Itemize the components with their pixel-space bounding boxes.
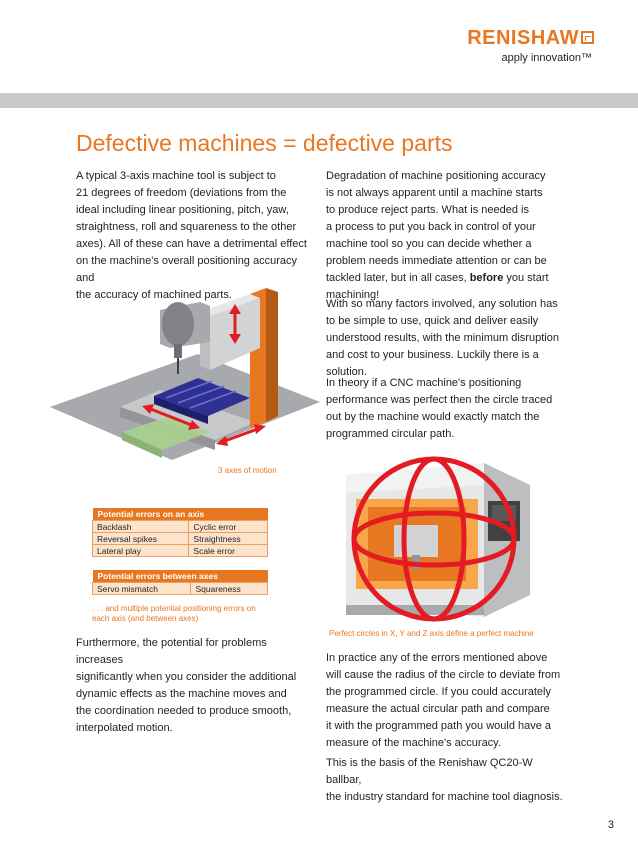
emphasis-text: before [469, 272, 504, 284]
header-band [0, 93, 638, 108]
text-line: In theory if a CNC machine's positioning [326, 377, 522, 389]
text-line: significantly when you consider the addi… [76, 671, 297, 683]
text-line: the accuracy of machined parts. [76, 289, 232, 301]
text-line: to be simple to use, quick and deliver e… [326, 315, 539, 327]
text-line: ideal including linear positioning, pitc… [76, 204, 289, 216]
machine-table-top [154, 378, 250, 416]
text-line: each axis (and between axes) [92, 614, 199, 623]
text-line: it with the programmed path you would ha… [326, 720, 552, 732]
table-cell: Reversal spikes [91, 532, 190, 545]
table-header-row: Potential errors between axes [92, 570, 268, 583]
text-line: will cause the radius of the circle to d… [326, 669, 561, 681]
degradation-paragraph: Degradation of machine positioning accur… [326, 168, 570, 304]
table-header: Potential errors between axes [92, 570, 268, 583]
head-top [200, 294, 260, 316]
table-cell: Backlash [91, 520, 190, 533]
page-number: 3 [607, 819, 614, 831]
between-axes-errors-table: Potential errors between axes Servo mism… [91, 570, 268, 595]
text-line: straightness, roll and squareness to the… [76, 221, 297, 233]
brand-wordmark: RENISHAW [467, 28, 594, 49]
y-axis-arrow-icon [221, 426, 261, 444]
text-line: out by the machine would exactly match t… [326, 411, 540, 423]
text-span: tackled later, but in all cases, [326, 272, 470, 284]
text-line: understood results, with the minimum dis… [326, 332, 559, 344]
table-cell: Lateral play [91, 544, 190, 557]
text-line: a process to put you back in control of … [326, 221, 536, 233]
x-axis-arrow-icon [147, 406, 195, 428]
machine-table-side [154, 396, 208, 424]
text-line: measure the actual circular path and com… [326, 703, 550, 715]
furthermore-paragraph: Furthermore, the potential for problems … [76, 635, 316, 737]
text-line: machine tool so you can decide whether a [326, 238, 532, 250]
theory-paragraph: In theory if a CNC machine's positioning… [326, 375, 570, 443]
brand-name: RENISHAW [467, 27, 579, 49]
practice-paragraph: In practice any of the errors mentioned … [326, 650, 570, 752]
text-line: . . . and multiple potential positioning… [92, 604, 256, 613]
text-line: is not always apparent until a machine s… [326, 187, 543, 199]
text-line: With so many factors involved, any solut… [326, 298, 558, 310]
figure-caption-circles: Perfect circles in X, Y and Z axis defin… [329, 629, 534, 638]
text-line: In practice any of the errors mentioned … [326, 652, 548, 664]
chip-tray-side [122, 432, 162, 458]
intro-paragraph: A typical 3-axis machine tool is subject… [76, 168, 316, 304]
table-cell: Squareness [190, 582, 268, 595]
text-line: interpolated motion. [76, 722, 173, 734]
spindle-head [394, 525, 438, 557]
text-line: dynamic effects as the machine moves and [76, 688, 287, 700]
text-line: Furthermore, the potential for problems … [76, 637, 267, 666]
table-cell: Cyclic error [188, 520, 268, 533]
solution-paragraph: With so many factors involved, any solut… [326, 296, 570, 381]
text-line: and cost to your business. Luckily there… [326, 349, 539, 361]
machine-tool-illustration [50, 288, 320, 460]
spindle-motor [162, 302, 194, 346]
text-span: you start [503, 272, 549, 284]
brand-tagline: apply innovation™ [501, 52, 592, 64]
text-line: the programmed circle. If you could accu… [326, 686, 551, 698]
text-line: This is the basis of the Renishaw QC20-W… [326, 757, 533, 786]
cnc-machine-circles-illustration [346, 456, 530, 622]
text-line: measure of the machine's accuracy. [326, 737, 501, 749]
table-cell: Scale error [188, 544, 268, 557]
text-line: axes). All of these can have a detriment… [76, 238, 307, 250]
text-line: solution. [326, 366, 367, 378]
text-line: problem needs immediate attention or can… [326, 255, 547, 267]
spindle-nose [174, 344, 182, 358]
text-line: performance was perfect then the circle … [326, 394, 553, 406]
text-line: on the machine's overall positioning acc… [76, 255, 297, 284]
table-header: Potential errors on an axis [92, 508, 268, 521]
text-line: to produce reject parts. What is needed … [326, 204, 529, 216]
text-line: the industry standard for machine tool d… [326, 791, 563, 803]
table-cell: Straightness [188, 532, 268, 545]
text-line: 21 degrees of freedom (deviations from t… [76, 187, 287, 199]
table-cell: Servo mismatch [91, 582, 192, 595]
column-side [266, 288, 278, 422]
text-line: the coordination needed to produce smoot… [76, 705, 292, 717]
circle-xz-icon [351, 510, 517, 568]
table-header-row: Potential errors on an axis [92, 508, 268, 521]
figure-caption-axes: 3 axes of motion [218, 466, 277, 475]
text-line: Degradation of machine positioning accur… [326, 170, 546, 182]
table-note: . . . and multiple potential positioning… [92, 604, 256, 624]
brand-mark-icon [581, 31, 594, 44]
page-title: Defective machines = defective parts [76, 130, 453, 156]
ballbar-paragraph: This is the basis of the Renishaw QC20-W… [326, 755, 570, 806]
text-line: tackled later, but in all cases, before … [326, 270, 570, 287]
text-line: programmed circular path. [326, 428, 455, 440]
cabinet-base [346, 605, 484, 615]
circle-yz-icon [401, 456, 467, 622]
text-line: A typical 3-axis machine tool is subject… [76, 170, 276, 182]
text-line: machining! [326, 289, 380, 301]
renishaw-logo: RENISHAW apply innovation™ [467, 28, 594, 64]
